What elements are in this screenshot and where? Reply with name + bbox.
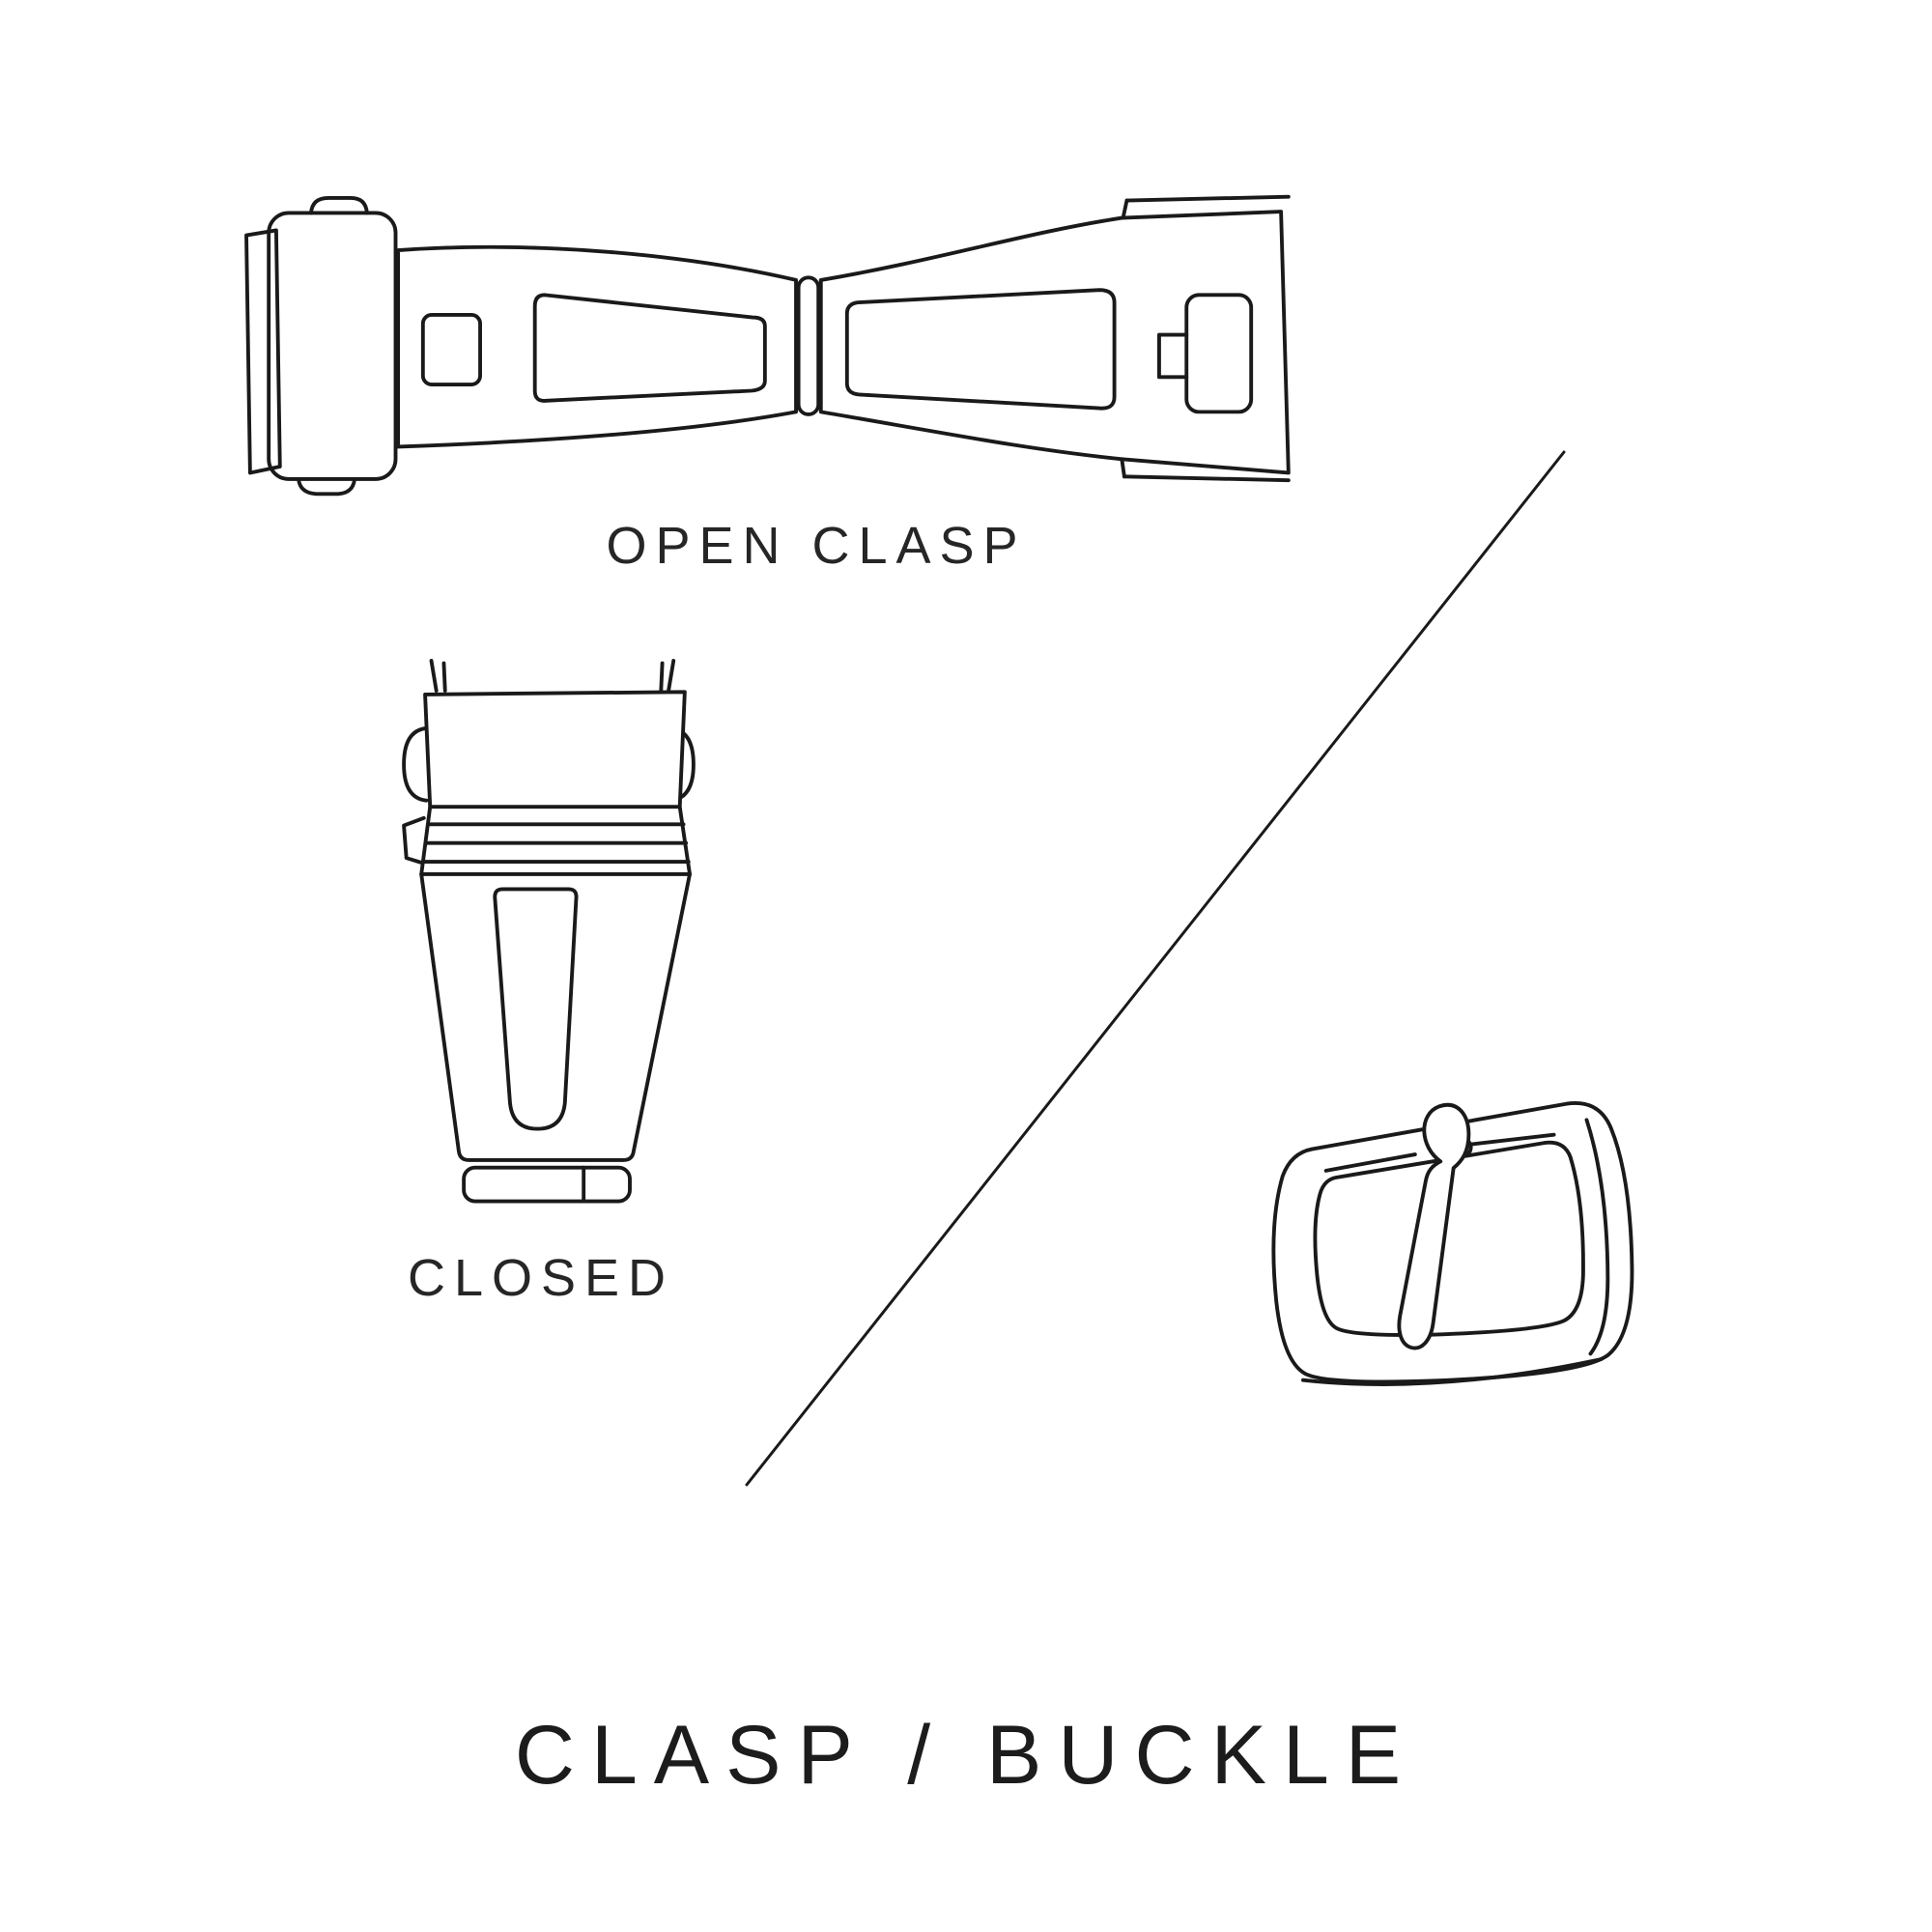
closed-clasp-drawing <box>386 653 711 1215</box>
closed-clasp-drawing-svg <box>402 659 696 1204</box>
closed-clasp-label: CLOSED <box>407 1249 675 1307</box>
tang-buckle-drawing-svg <box>1271 1100 1634 1386</box>
open-clasp-drawing <box>229 185 1311 497</box>
tang-buckle-lines <box>1271 1100 1634 1386</box>
open-clasp-label: OPEN CLASP <box>606 517 1027 575</box>
page-title: CLASP / BUCKLE <box>514 1709 1418 1802</box>
open-clasp-drawing-svg <box>244 194 1291 497</box>
tang-buckle-drawing <box>1239 1090 1664 1439</box>
open-clasp-lines <box>244 194 1291 497</box>
closed-clasp-lines <box>402 659 696 1204</box>
